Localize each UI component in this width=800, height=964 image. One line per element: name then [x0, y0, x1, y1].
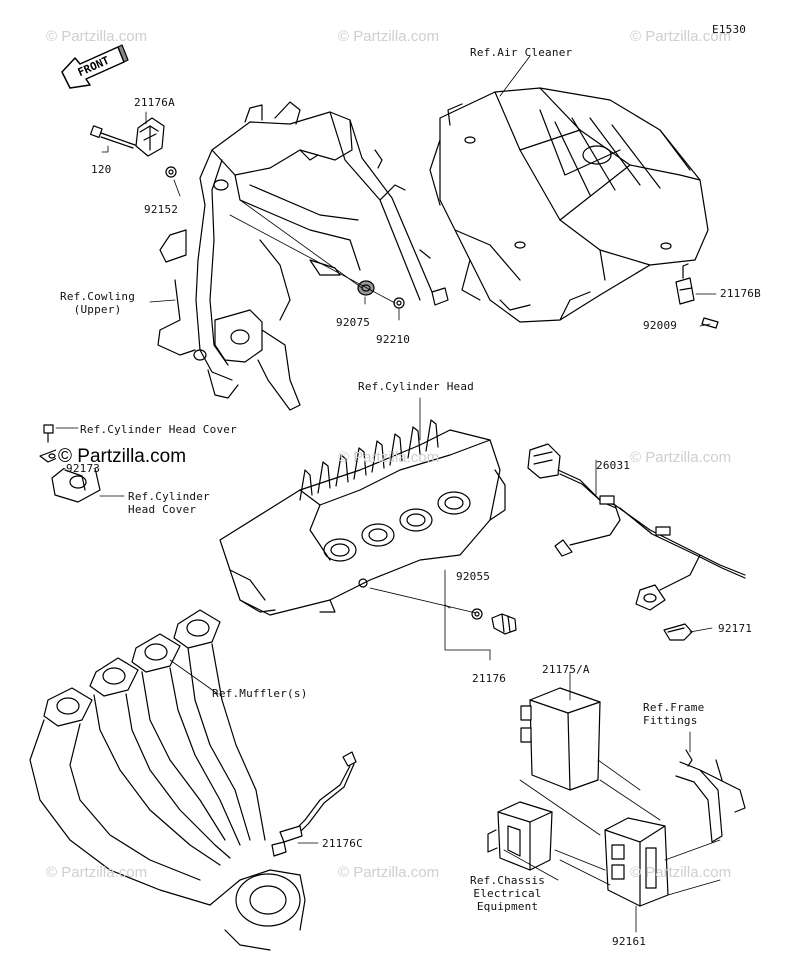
bracket-92161 — [604, 817, 669, 907]
label-120: 120 — [91, 163, 112, 176]
sensor-21176 — [491, 613, 517, 635]
label-92009: 92009 — [643, 319, 678, 332]
grommet-92152 — [165, 166, 177, 178]
watermark: © Partzilla.com — [630, 28, 732, 45]
front-bracket — [157, 101, 449, 411]
watermark: © Partzilla.com — [630, 449, 732, 466]
clamp-92171 — [663, 623, 693, 641]
bolt-cyl-head-cover — [43, 424, 54, 443]
air-cleaner — [429, 87, 709, 323]
sensor-21176A — [135, 117, 165, 157]
ecu-21175A — [520, 687, 601, 791]
grommet-92075 — [357, 280, 375, 296]
label-21176B: 21176B — [720, 287, 761, 300]
exhaust-manifold — [29, 609, 306, 951]
label-ref-cowling: Ref.Cowling (Upper) — [60, 290, 136, 316]
watermark: © Partzilla.com — [630, 864, 732, 881]
front-arrow-icon — [61, 44, 129, 89]
label-21175A: 21175/A — [542, 663, 590, 676]
screw-92009 — [701, 317, 719, 329]
sensor-21176C — [271, 751, 357, 857]
label-ref-frame-fittings: Ref.Frame Fittings — [643, 701, 705, 727]
bolt-120 — [89, 125, 136, 149]
label-ref-chassis: Ref.Chassis Electrical Equipment — [470, 874, 546, 913]
cylinder-head — [219, 419, 506, 616]
label-92161: 92161 — [612, 935, 647, 948]
label-ref-mufflers: Ref.Muffler(s) — [212, 687, 308, 700]
label-92152: 92152 — [144, 203, 179, 216]
watermark: © Partzilla.com — [338, 28, 440, 45]
watermark: © Partzilla.com — [338, 864, 440, 881]
label-21176C: 21176C — [322, 837, 363, 850]
label-ref-air-cleaner: Ref.Air Cleaner — [470, 46, 573, 59]
sensor-21176B — [675, 263, 695, 305]
label-26031: 26031 — [596, 459, 631, 472]
label-ref-cylinder-head: Ref.Cylinder Head — [358, 380, 474, 393]
label-ref-cylinder-head-cover-1: Ref.Cylinder Head Cover — [80, 423, 237, 436]
label-92171: 92171 — [718, 622, 753, 635]
label-92075: 92075 — [336, 316, 371, 329]
label-21176A: 21176A — [134, 96, 175, 109]
label-92055: 92055 — [456, 570, 491, 583]
frame-fitting-bracket — [675, 749, 746, 843]
washer-92055 — [471, 608, 483, 620]
label-ref-cylinder-head-cover-2: Ref.Cylinder Head Cover — [128, 490, 210, 516]
watermark-main: © Partzilla.com — [56, 446, 189, 468]
nut-92210 — [393, 297, 405, 309]
diagram-code: E1530 — [712, 23, 747, 36]
label-92210: 92210 — [376, 333, 411, 346]
watermark: © Partzilla.com — [338, 449, 440, 466]
watermark: © Partzilla.com — [46, 864, 148, 881]
label-21176: 21176 — [472, 672, 507, 685]
chassis-module — [487, 801, 553, 871]
watermark: © Partzilla.com — [46, 28, 148, 45]
label-92173: 92173 — [66, 462, 101, 475]
harness-26031 — [527, 443, 746, 611]
